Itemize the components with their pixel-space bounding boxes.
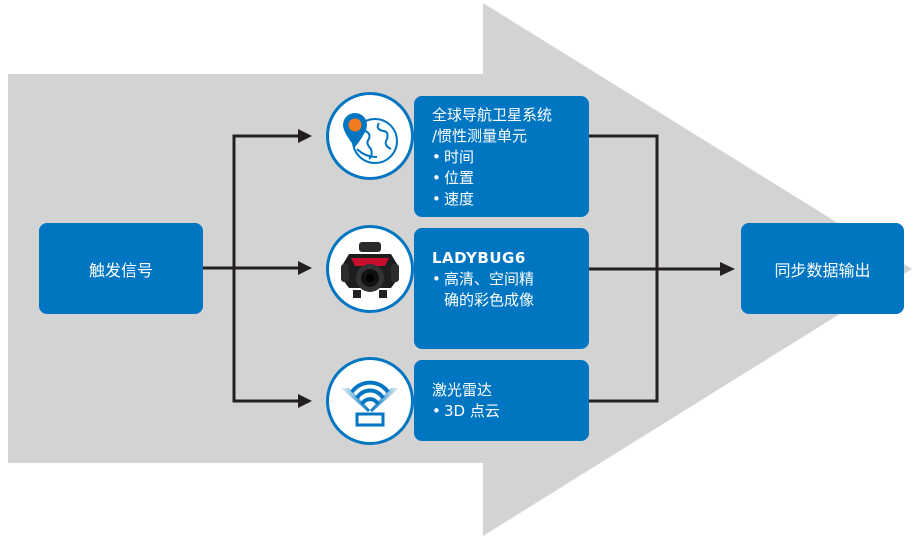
lidar-title: 激光雷达 [432, 381, 493, 399]
bullet-point-cloud: 3D 点云 [432, 401, 577, 422]
ladybug6-camera-icon [341, 242, 399, 298]
gnss-icon-circle [326, 92, 414, 180]
globe-location-pin-icon [343, 113, 398, 164]
lidar-box: 激光雷达 3D 点云 [414, 360, 589, 441]
lidar-icon-circle [326, 357, 414, 445]
bullet-velocity: 速度 [432, 189, 577, 210]
synchronized-output-box: 同步数据输出 [741, 223, 904, 314]
lidar-signal-icon [341, 380, 399, 427]
arrowhead-to-ladybug [298, 261, 312, 275]
lidar-bullets: 3D 点云 [432, 401, 577, 422]
ladybug6-title: LADYBUG6 [432, 249, 526, 267]
output-connectors [589, 134, 722, 403]
trigger-signal-box: 触发信号 [39, 223, 203, 314]
gnss-imu-box: 全球导航卫星系统 /惯性测量单元 时间 位置 速度 [414, 96, 589, 217]
trigger-signal-label: 触发信号 [88, 260, 153, 280]
bullet-imaging-line-2: 确的彩色成像 [444, 291, 535, 309]
arrowhead-to-gnss [298, 129, 312, 143]
bullet-position: 位置 [432, 168, 577, 189]
bullet-time: 时间 [432, 147, 577, 168]
gnss-imu-title-line-1: 全球导航卫星系统 [432, 106, 553, 124]
ladybug6-icon-circle [326, 225, 414, 313]
input-connectors [203, 134, 300, 403]
synchronized-output-label: 同步数据输出 [774, 260, 871, 280]
ladybug6-bullets: 高清、空间精 确的彩色成像 [432, 269, 577, 311]
gnss-imu-title-line-2: /惯性测量单元 [432, 127, 528, 145]
bullet-imaging: 高清、空间精 确的彩色成像 [432, 269, 577, 311]
bullet-imaging-line-1: 高清、空间精 [444, 270, 535, 288]
ladybug6-box: LADYBUG6 高清、空间精 确的彩色成像 [414, 228, 589, 349]
arrowhead-to-output [720, 262, 735, 276]
input-arrowheads [298, 129, 312, 408]
arrowhead-to-lidar [298, 394, 312, 408]
gnss-imu-bullets: 时间 位置 速度 [432, 147, 577, 210]
